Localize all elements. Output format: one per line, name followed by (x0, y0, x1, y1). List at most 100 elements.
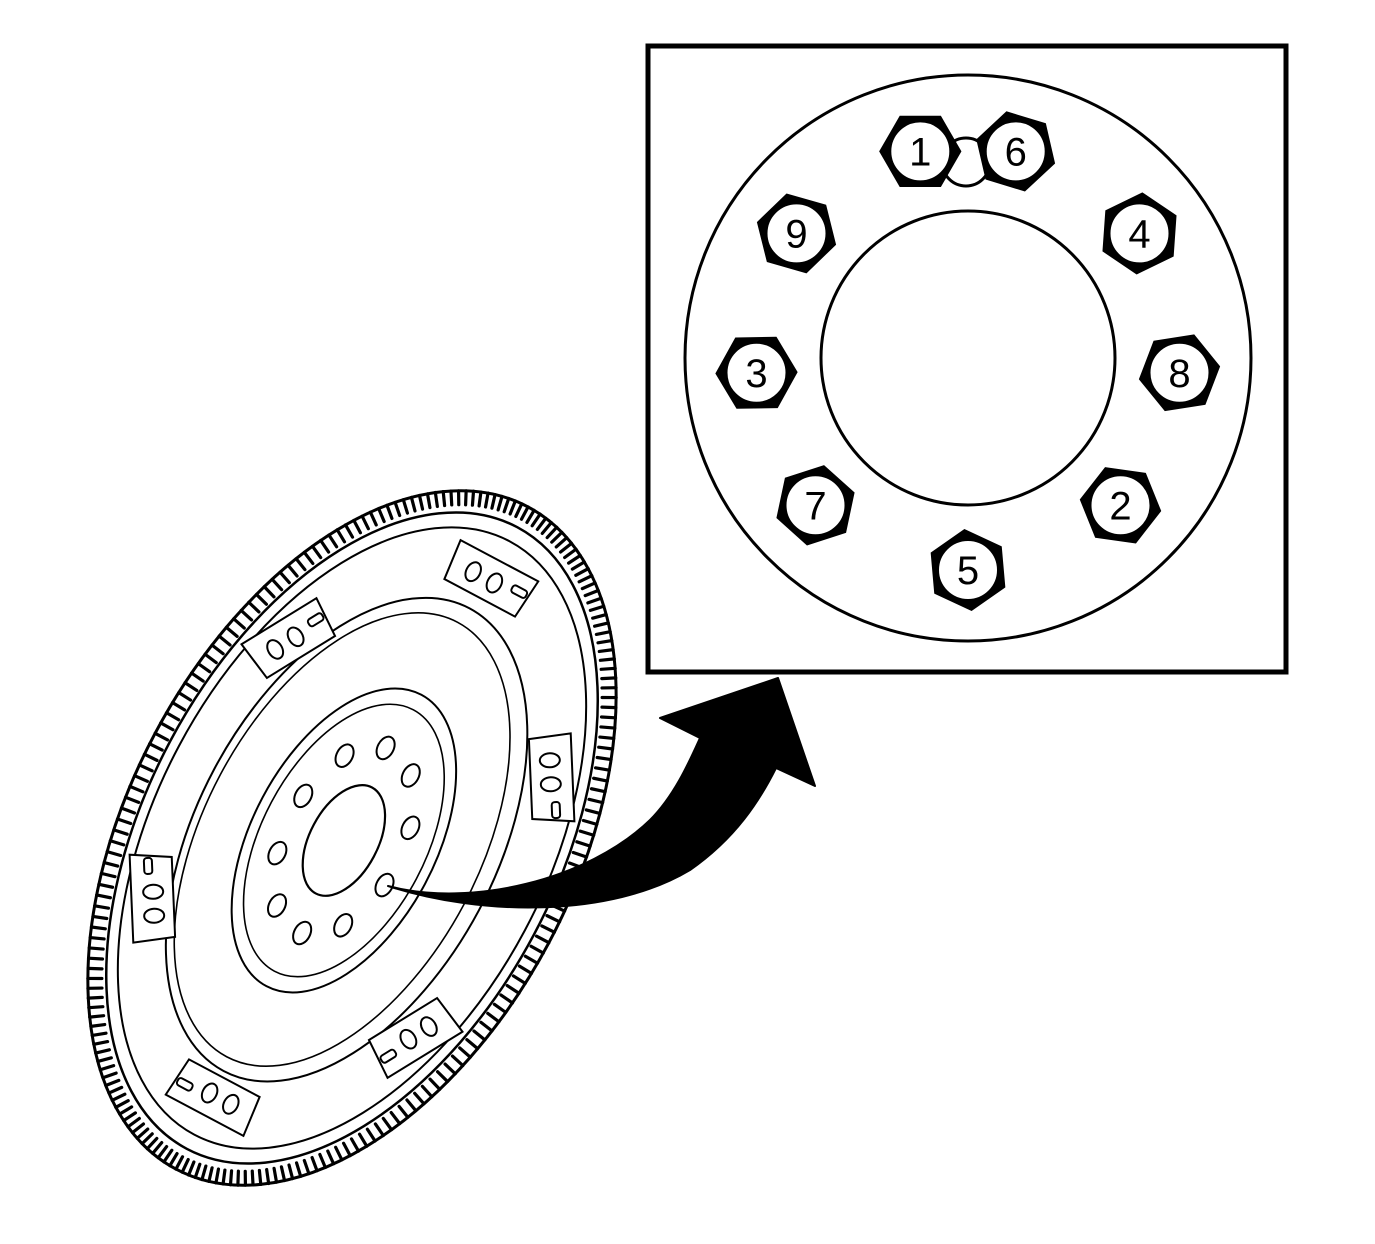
gear-tooth (302, 550, 315, 566)
gear-tooth (580, 581, 597, 591)
gear-tooth (530, 512, 542, 528)
gear-tooth (349, 1137, 361, 1153)
gear-tooth (490, 492, 497, 510)
gear-tooth (505, 983, 521, 995)
gear-tooth (456, 489, 461, 507)
gear-tooth (86, 986, 104, 990)
hub-bolt-holes (266, 735, 421, 946)
callout-arrow (387, 677, 816, 909)
gear-tooth (247, 600, 261, 614)
gear-tooth (327, 533, 339, 549)
gear-tooth (250, 1169, 255, 1187)
gear-tooth (257, 1168, 263, 1187)
gear-tooth (310, 544, 323, 560)
gear-tooth (97, 882, 115, 889)
gear-tooth (492, 1002, 508, 1014)
bolt-washer-face (765, 202, 828, 265)
bolt-number: 1 (909, 130, 931, 174)
bolt-washer-face (725, 341, 788, 404)
bolt-washer-face (1148, 341, 1211, 404)
gear-tooth (540, 924, 556, 934)
gear-tooth (177, 691, 193, 702)
gear-tooth (294, 1161, 303, 1178)
gear-tooth (523, 954, 540, 965)
gear-tooth (517, 964, 534, 975)
bolt-washer-face (889, 120, 952, 183)
flywheel-recess-inner (173, 612, 511, 1068)
gear-tooth (115, 817, 133, 826)
gear-tooth (496, 494, 504, 512)
hub-hole (293, 783, 314, 809)
gear-tooth (420, 1084, 434, 1099)
gear-tooth (319, 538, 331, 554)
pad-hole (143, 907, 166, 924)
gear-tooth (90, 1031, 108, 1038)
gear-tooth (180, 1157, 190, 1174)
gear-tooth (137, 763, 154, 773)
mount-pad (240, 596, 337, 680)
gear-tooth (254, 592, 269, 606)
bolt-number: 3 (745, 352, 767, 396)
gear-tooth (588, 604, 606, 612)
gear-tooth (89, 925, 107, 931)
gear-tooth (583, 588, 600, 598)
gear-tooth (87, 946, 105, 951)
gear-tooth (286, 563, 299, 578)
gear-tooth (365, 1127, 377, 1143)
bolt-1: 1 (879, 115, 962, 187)
gear-tooth (86, 956, 105, 961)
gear-tooth (86, 976, 104, 981)
gear-tooth (599, 725, 617, 730)
gear-tooth (148, 742, 164, 752)
dowel-pin (510, 584, 529, 599)
bolt-washer-face (984, 120, 1047, 183)
hub-hole (400, 763, 421, 788)
gear-tooth (534, 934, 551, 945)
gear-tooth (464, 489, 468, 507)
gear-tooth (135, 1127, 150, 1140)
dowel-pin (142, 856, 154, 875)
gear-tooth (577, 574, 594, 584)
bolt-number: 2 (1109, 484, 1131, 528)
gear-tooth (535, 516, 548, 532)
ring-gear-inner (105, 511, 599, 1165)
gear-tooth (130, 1122, 146, 1135)
gear-tooth (91, 914, 109, 921)
gear-tooth (470, 489, 476, 507)
gear-tooth (435, 1070, 450, 1084)
gear-tooth (563, 547, 578, 560)
pad-hole (200, 1082, 219, 1104)
bolt-6: 6 (976, 111, 1056, 192)
bolt-washer-face (1089, 474, 1152, 537)
gear-tooth (86, 966, 104, 971)
gear-tooth (96, 1056, 113, 1064)
gear-tooth (575, 840, 592, 848)
gear-tooth (352, 518, 363, 535)
gear-tooth (600, 676, 618, 681)
gear-tooth (162, 1148, 174, 1164)
gear-tooth (591, 612, 608, 620)
gear-tooth (94, 1048, 111, 1055)
bolt-number: 5 (957, 549, 979, 593)
gear-tooth (483, 491, 490, 509)
gear-tooth (581, 818, 599, 826)
gear-tooth (578, 829, 596, 837)
gear-tooth (156, 1144, 169, 1160)
gear-tooth (401, 498, 410, 515)
gear-tooth (99, 871, 117, 879)
gear-tooth (239, 608, 254, 622)
gear-tooth (449, 489, 454, 507)
gear-tooth (335, 528, 347, 544)
gear-tooth (210, 643, 225, 656)
gear-tooth (465, 1038, 480, 1051)
ring-gear-outer (86, 489, 618, 1187)
pad-hole (538, 752, 561, 769)
bolt-washer-face (784, 474, 847, 537)
gear-tooth (203, 652, 218, 665)
gear-tooth (529, 944, 545, 955)
bolt-3: 3 (715, 336, 798, 409)
gear-tooth (207, 1166, 214, 1184)
gear-tooth (600, 705, 618, 710)
gear-tooth (334, 1145, 344, 1162)
